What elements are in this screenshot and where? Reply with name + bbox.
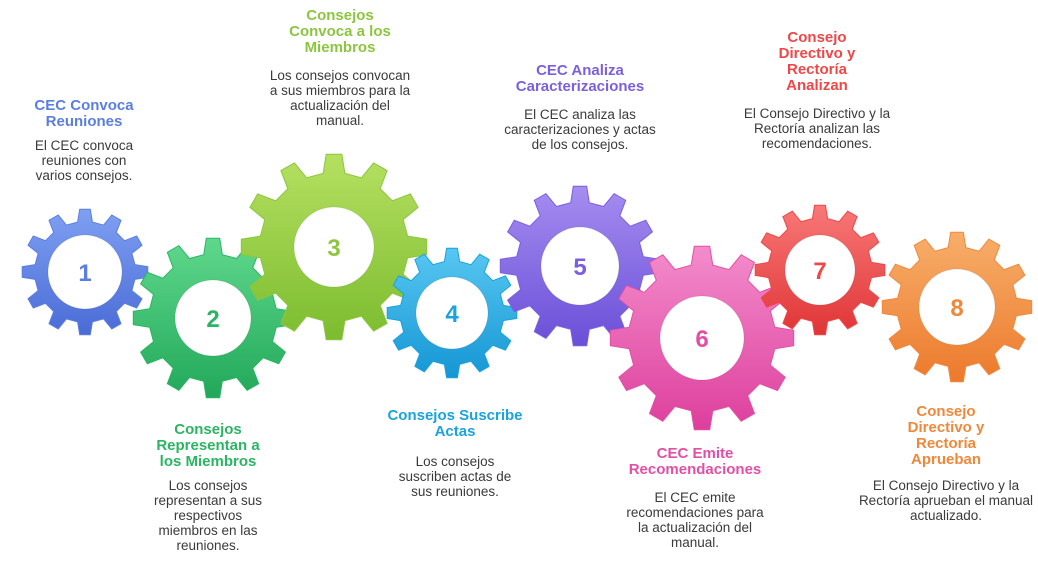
gear-6-number: 6: [695, 326, 708, 353]
gear-3: 3: [240, 153, 428, 341]
step-3-title: Consejos Convoca a los Miembros: [289, 7, 391, 56]
gear-7-hub: [784, 234, 856, 306]
step-4-title: Consejos Suscribe Actas: [387, 407, 523, 440]
gear-5-number: 5: [573, 254, 586, 281]
step-2-description: Los consejos representan a sus respectiv…: [153, 478, 263, 553]
step-2-title: Consejos Representan a los Miembros: [156, 421, 260, 470]
step-6-description: El CEC emite recomendaciones para la act…: [626, 490, 764, 550]
gear-7: 7: [754, 204, 886, 336]
step-2: Consejos Representan a los Miembros Los …: [128, 421, 288, 554]
step-4-description: Los consejos suscriben actas de sus reun…: [398, 454, 512, 499]
step-6: CEC Emite Recomendaciones El CEC emite r…: [590, 445, 800, 551]
gear-4-number: 4: [445, 301, 459, 328]
gear-2-number: 2: [206, 306, 219, 333]
gear-6-hub: [659, 295, 745, 381]
step-8-description: El Consejo Directivo y la Rectoría aprue…: [858, 478, 1034, 523]
step-4: Consejos Suscribe Actas Los consejos sus…: [355, 407, 555, 500]
step-1-description: El CEC convoca reuniones con varios cons…: [34, 138, 134, 183]
step-1-title: CEC Convoca Reuniones: [34, 97, 134, 130]
gear-1-number: 1: [78, 260, 91, 287]
step-5-description: El CEC analiza las caracterizaciones y a…: [504, 107, 656, 152]
gear-5-hub: [540, 226, 620, 306]
gear-3-hub: [293, 206, 375, 288]
gear-8-number: 8: [950, 295, 963, 322]
gear-5: 5: [499, 185, 661, 347]
step-7: Consejo Directivo y Rectoría Analizan El…: [722, 29, 912, 152]
step-5-title: CEC Analiza Caracterizaciones: [515, 62, 645, 95]
step-8: Consejo Directivo y Rectoría Aprueban El…: [855, 403, 1037, 524]
step-7-description: El Consejo Directivo y la Rectoría anali…: [743, 106, 891, 151]
step-7-title: Consejo Directivo y Rectoría Analizan: [778, 29, 856, 94]
step-3: Consejos Convoca a los Miembros Los cons…: [250, 7, 430, 129]
step-1: CEC Convoca Reuniones El CEC convoca reu…: [4, 97, 164, 184]
gear-2: 2: [132, 237, 294, 399]
gear-3-number: 3: [327, 235, 340, 262]
gear-1: 1: [21, 208, 149, 336]
step-6-title: CEC Emite Recomendaciones: [628, 445, 762, 478]
gear-8: 8: [881, 231, 1033, 383]
gear-8-hub: [918, 268, 996, 346]
gear-4: 4: [386, 247, 518, 379]
gear-1-hub: [47, 234, 123, 310]
gear-6: 6: [609, 245, 795, 431]
step-5: CEC Analiza Caracterizaciones El CEC ana…: [470, 62, 690, 153]
gear-2-hub: [174, 279, 252, 357]
gear-7-number: 7: [813, 258, 826, 285]
gear-4-hub: [415, 276, 489, 350]
step-8-title: Consejo Directivo y Rectoría Aprueban: [907, 403, 985, 468]
step-3-description: Los consejos convocan a sus miembros par…: [269, 68, 411, 128]
